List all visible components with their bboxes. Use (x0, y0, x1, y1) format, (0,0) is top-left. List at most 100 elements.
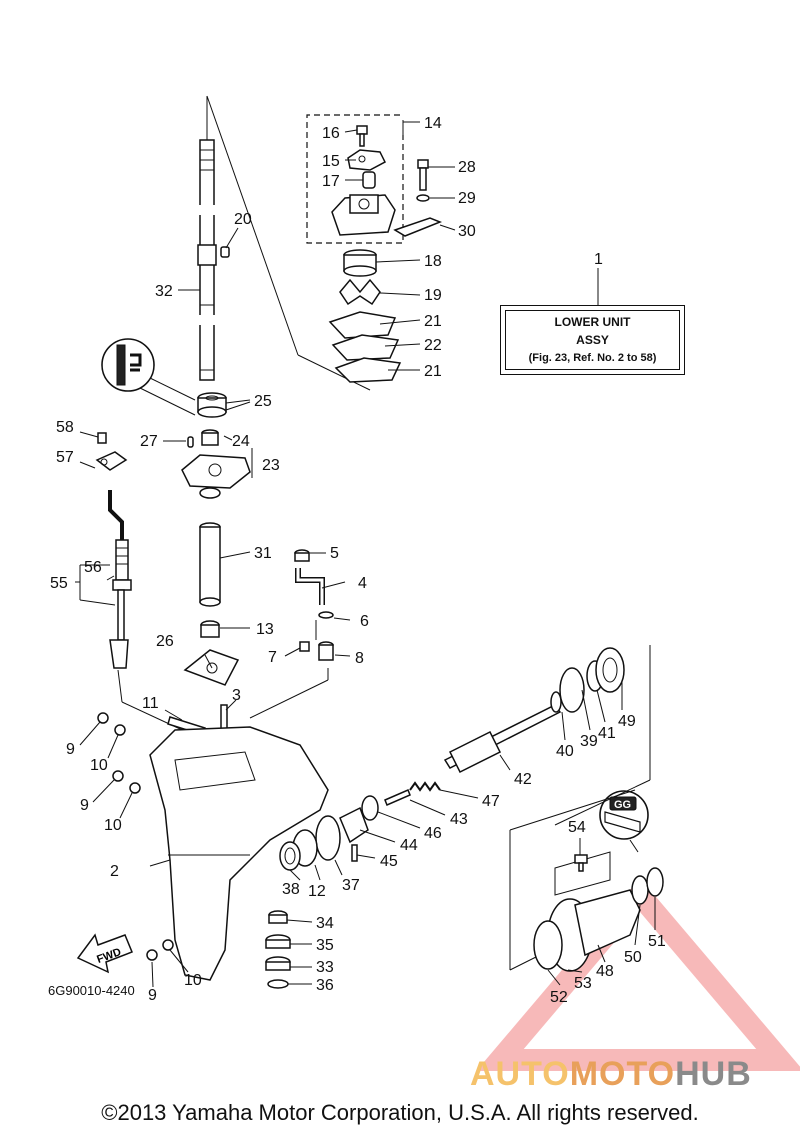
callout-6: 6 (360, 613, 369, 630)
bolt-9-a (97, 712, 109, 724)
callout-15: 15 (322, 153, 340, 170)
callout-53: 53 (574, 975, 592, 992)
watermark-brand: AUTOMOTOHUB (470, 1055, 752, 1094)
seals-50-51 (631, 867, 664, 905)
callout-14: 14 (424, 115, 442, 132)
callout-41: 41 (598, 725, 616, 742)
callout-31: 31 (254, 545, 272, 562)
gaskets-21-22 (328, 311, 402, 383)
callout-51: 51 (648, 933, 666, 950)
callout-10-a: 10 (90, 757, 108, 774)
shim-38 (279, 841, 301, 871)
callout-19: 19 (424, 287, 442, 304)
pump-cover-plate-15 (347, 149, 386, 171)
pump-housing (331, 194, 396, 236)
callout-10-b: 10 (104, 817, 122, 834)
callout-55: 55 (50, 575, 68, 592)
title-box-inner: LOWER UNIT ASSY (Fig. 23, Ref. No. 2 to … (505, 310, 680, 370)
washer-10-b (129, 782, 141, 794)
gears-39-40 (550, 667, 585, 713)
callout-23: 23 (262, 457, 280, 474)
callout-leaders (75, 121, 656, 988)
callout-54: 54 (568, 819, 586, 836)
watermark-triangle (476, 877, 800, 1071)
bolt-7 (299, 641, 310, 652)
diagram-code: 6G90010-4240 (48, 983, 135, 998)
callout-9-b: 9 (80, 797, 89, 814)
callout-52: 52 (550, 989, 568, 1006)
callout-48: 48 (596, 963, 614, 980)
key-pin-20 (220, 246, 230, 258)
title-line-1: LOWER UNIT (554, 315, 631, 329)
callout-30: 30 (458, 223, 476, 240)
lower-casing (149, 726, 329, 981)
pinion-stack (265, 910, 291, 989)
callout-11: 11 (142, 695, 159, 712)
callout-34: 34 (316, 915, 334, 932)
callout-24: 24 (232, 433, 250, 450)
impeller-insert-18 (343, 249, 377, 277)
bearing-41-49 (586, 647, 625, 693)
ring-46 (361, 795, 379, 821)
callout-25: 25 (254, 393, 272, 410)
callout-13: 13 (256, 621, 274, 638)
callout-43: 43 (450, 811, 468, 828)
callout-7: 7 (268, 649, 277, 666)
fwd-arrow-icon: FWD (76, 933, 133, 974)
oil-seal-housing-23 (181, 454, 251, 499)
rod-43 (384, 789, 411, 806)
impeller-19 (339, 278, 381, 306)
callout-33: 33 (316, 959, 334, 976)
callout-20: 20 (234, 211, 252, 228)
callout-12: 12 (308, 883, 326, 900)
tool-symbol-icon (101, 338, 196, 416)
callout-29: 29 (458, 190, 476, 207)
callout-5: 5 (330, 545, 339, 562)
pump-bolt-16 (356, 125, 368, 147)
callout-58: 58 (56, 419, 74, 436)
prop-shaft-leader-box (554, 645, 651, 826)
callout-32: 32 (155, 283, 173, 300)
bushing-24 (201, 429, 219, 446)
callout-21-a: 21 (424, 313, 442, 330)
bolt-28 (417, 159, 429, 191)
screw-58 (97, 432, 107, 444)
callout-40: 40 (556, 743, 574, 760)
callout-47: 47 (482, 793, 500, 810)
watermark-part-2: MOTO (569, 1055, 676, 1093)
callout-16: 16 (322, 125, 340, 142)
bracket-30 (393, 217, 443, 237)
watermark-part-1: AUTO (470, 1055, 570, 1093)
pipe-4 (295, 568, 325, 605)
callout-17: 17 (322, 173, 340, 190)
callout-10-c: 10 (184, 972, 202, 989)
shift-rod (108, 490, 132, 669)
callout-9-a: 9 (66, 741, 75, 758)
callout-4: 4 (358, 575, 367, 592)
pin-3 (220, 704, 228, 731)
bracket-57 (95, 451, 128, 471)
callout-44: 44 (400, 837, 418, 854)
callout-2: 2 (110, 863, 119, 880)
callout-42: 42 (514, 771, 532, 788)
title-line-3: (Fig. 23, Ref. No. 2 to 58) (528, 352, 657, 364)
callout-36: 36 (316, 977, 334, 994)
bolt-9-b (112, 770, 124, 782)
pump-sleeve-17 (362, 171, 376, 189)
callout-27: 27 (140, 433, 158, 450)
callout-56: 56 (84, 559, 102, 576)
washer-29 (416, 194, 430, 202)
gg-label: GG (614, 799, 631, 811)
callout-8: 8 (355, 650, 364, 667)
watermark-part-3: HUB (675, 1055, 752, 1093)
grommet-13 (200, 620, 220, 638)
propeller-shaft (443, 704, 562, 774)
callout-50: 50 (624, 949, 642, 966)
pipe-leader-lines (249, 620, 329, 719)
callout-37: 37 (342, 877, 360, 894)
callout-57: 57 (56, 449, 74, 466)
callout-46: 46 (424, 825, 442, 842)
bushing-8 (318, 641, 334, 661)
callout-38: 38 (282, 881, 300, 898)
